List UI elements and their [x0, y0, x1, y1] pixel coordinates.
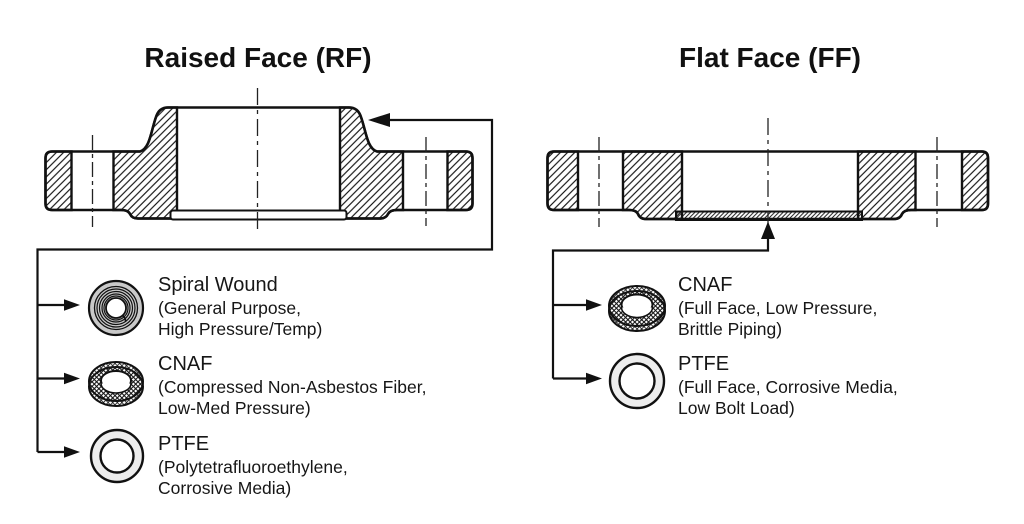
ff-left-block-hatch — [621, 150, 684, 221]
raised-face-flange-section — [44, 88, 474, 232]
ff-right-end-hatch — [960, 150, 990, 212]
cnaf-gasket-icon — [608, 285, 666, 332]
rf-flange-outline — [44, 106, 474, 220]
gasket-desc-line: Low Bolt Load) — [678, 398, 795, 418]
gasket-desc-line: Low-Med Pressure) — [158, 398, 311, 418]
rf-branch-arrow-icon-1 — [64, 299, 80, 311]
gasket-desc-line: Corrosive Media) — [158, 478, 292, 498]
rf-leader-lines — [36, 113, 494, 458]
cnaf-gasket-icon — [88, 361, 144, 407]
rf-title: Raised Face (RF) — [144, 42, 372, 73]
gasket-desc-line: Brittle Piping) — [678, 319, 783, 339]
rf-left-end-hatch — [44, 150, 73, 212]
rf-branch-arrow-icon-2 — [64, 372, 80, 385]
gasket-entry-cnaf-rf: CNAF (Compressed Non-Asbestos Fiber, Low… — [158, 353, 426, 420]
gasket-desc-line: (Compressed Non-Asbestos Fiber, — [158, 376, 427, 397]
gasket-desc-line: (Full Face, Corrosive Media, — [678, 376, 898, 397]
rf-face-arrow-icon — [368, 113, 390, 127]
ff-branch-arrow-icon-2 — [586, 372, 602, 385]
ptfe-gasket-icon — [608, 352, 666, 410]
gasket-entry-ptfe-rf: PTFE (Polytetrafluoroethylene, Corrosive… — [158, 433, 348, 500]
rf-leader-path — [36, 118, 494, 452]
gasket-entry-ptfe-ff: PTFE (Full Face, Corrosive Media, Low Bo… — [678, 353, 898, 420]
flat-face-flange-section — [546, 118, 990, 231]
gasket-name: PTFE — [158, 433, 210, 455]
gasket-entry-cnaf-ff: CNAF (Full Face, Low Pressure, Brittle P… — [678, 274, 877, 341]
gasket-name: PTFE — [678, 353, 730, 375]
rf-branch-arrow-icon-3 — [64, 446, 80, 458]
gasket-desc-line: High Pressure/Temp) — [158, 319, 323, 339]
ff-leader-path — [551, 236, 770, 379]
gasket-entry-spiral-wound: Spiral Wound (General Purpose, High Pres… — [158, 274, 322, 341]
gasket-name: Spiral Wound — [158, 274, 278, 296]
ff-left-end-hatch — [546, 150, 580, 212]
ff-branch-arrow-icon-1 — [586, 299, 602, 311]
gasket-name: CNAF — [678, 274, 733, 296]
gasket-name: CNAF — [158, 353, 213, 375]
ff-face-strip — [675, 210, 863, 221]
rf-left-hub-hatch — [112, 106, 179, 220]
ff-title: Flat Face (FF) — [678, 42, 861, 73]
gasket-desc-line: (General Purpose, — [158, 297, 301, 318]
rf-raised-face-strip — [169, 209, 348, 221]
spiral-wound-gasket-icon — [87, 279, 145, 337]
ff-right-block-hatch — [856, 150, 917, 221]
ff-face-arrow-icon — [761, 221, 775, 239]
ptfe-gasket-icon — [89, 428, 145, 484]
ff-leader-lines — [551, 221, 775, 385]
gasket-desc-line: (Full Face, Low Pressure, — [678, 297, 878, 318]
rf-right-end-hatch — [446, 150, 474, 212]
rf-right-hub-hatch — [338, 106, 405, 220]
gasket-desc-line: (Polytetrafluoroethylene, — [158, 456, 348, 477]
